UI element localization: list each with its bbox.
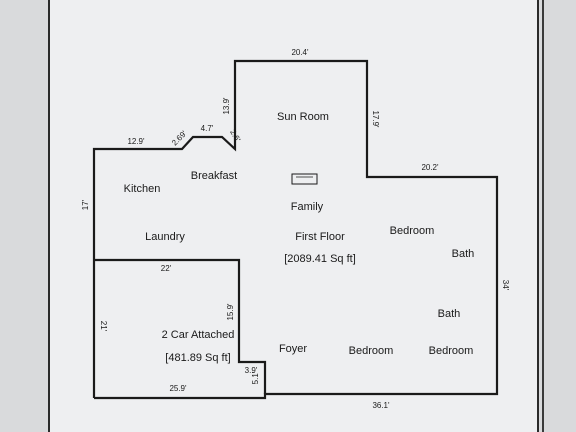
main-area-name: First Floor — [295, 231, 345, 243]
dimension-label: 34' — [501, 280, 510, 291]
dimension-label: 17.9' — [371, 110, 380, 128]
dimension-label: 3.9' — [245, 366, 258, 375]
room-bath: Bath — [452, 248, 475, 260]
garage-wall — [94, 258, 267, 394]
room-bedroom: Bedroom — [349, 345, 394, 357]
garage-name: 2 Car Attached — [162, 329, 235, 341]
dimension-label: 20.2' — [421, 163, 439, 172]
house-outline — [92, 59, 499, 400]
fireplace-symbol — [291, 173, 318, 185]
paper-page — [48, 0, 539, 432]
room-foyer: Foyer — [279, 343, 307, 355]
garage-size: [481.89 Sq ft] — [165, 352, 230, 364]
room-kitchen: Kitchen — [124, 183, 161, 195]
page-edge-divider — [542, 0, 544, 432]
room-sun-room: Sun Room — [277, 111, 329, 123]
dimension-label: 12.9' — [127, 137, 145, 146]
room-laundry: Laundry — [145, 231, 185, 243]
dimension-label: 15.9' — [226, 303, 235, 321]
dimension-label: 25.9' — [169, 384, 187, 393]
dimension-label: 5.1' — [251, 371, 260, 384]
dimension-label: 13.9' — [222, 97, 231, 115]
dimension-label: 22' — [161, 264, 172, 273]
main-area-size: [2089.41 Sq ft] — [284, 253, 356, 265]
dimension-label: 21' — [99, 321, 108, 332]
room-breakfast: Breakfast — [191, 170, 237, 182]
dimension-label: 4.7' — [201, 124, 214, 133]
dimension-label: 2.6' — [228, 128, 242, 144]
dimension-label: 17' — [81, 199, 90, 210]
room-bath: Bath — [438, 308, 461, 320]
room-family: Family — [291, 201, 324, 213]
dimension-label: 20.4' — [291, 48, 309, 57]
dimension-label: 36.1' — [372, 401, 390, 410]
room-bedroom: Bedroom — [429, 345, 474, 357]
room-bedroom: Bedroom — [390, 225, 435, 237]
